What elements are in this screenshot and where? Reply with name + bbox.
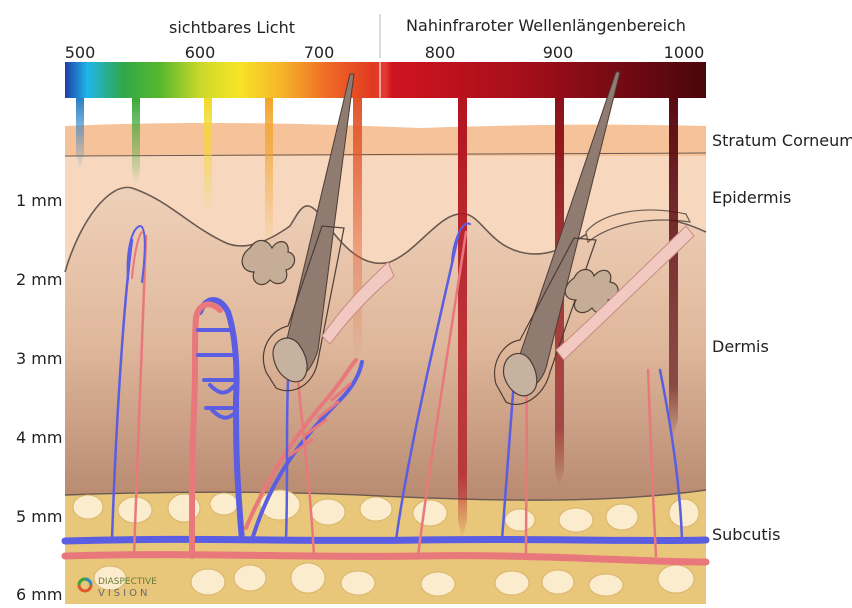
fat-cell — [168, 494, 200, 522]
fat-cell — [210, 493, 238, 515]
fat-cell — [360, 497, 392, 521]
beam-720nm — [353, 98, 362, 362]
wavelength-tick-800: 800 — [425, 43, 456, 62]
beam-820nm — [458, 98, 467, 540]
beam-980nm — [669, 98, 678, 438]
fat-cell — [589, 574, 623, 596]
visible-light-label: sichtbares Licht — [169, 18, 295, 37]
beam-550nm — [132, 98, 140, 186]
wavelength-tick-900: 900 — [543, 43, 574, 62]
wavelength-tick-500: 500 — [65, 43, 96, 62]
logo-line1: DIASPECTIVE — [98, 577, 157, 587]
fat-cell — [234, 565, 266, 591]
beam-600nm — [204, 98, 212, 214]
depth-tick-3mm: 3 mm — [16, 349, 62, 368]
depth-tick-6mm: 6 mm — [16, 585, 62, 604]
fat-cell — [658, 565, 694, 593]
stratum-corneum-layer — [65, 123, 706, 156]
wavelength-axis: 500 600 700 800 900 1000 — [65, 43, 705, 62]
fat-cell — [542, 570, 574, 594]
fat-cell — [291, 563, 325, 593]
depth-tick-4mm: 4 mm — [16, 428, 62, 447]
fat-cell — [311, 499, 345, 525]
beam-500nm — [76, 98, 84, 170]
fat-cell — [559, 508, 593, 532]
depth-tick-2mm: 2 mm — [16, 270, 62, 289]
deep-vein — [65, 539, 706, 541]
label-epidermis: Epidermis — [712, 188, 791, 207]
hair-capillary-vein — [286, 380, 288, 540]
nir-label: Nahinfraroter Wellenlängenbereich — [406, 16, 686, 35]
fat-cell — [413, 500, 447, 526]
label-subcutis: Subcutis — [712, 525, 780, 544]
wavelength-tick-1000: 1000 — [664, 43, 705, 62]
label-stratum-corneum: Stratum Corneum — [712, 131, 852, 150]
layer-labels: Stratum Corneum Epidermis Dermis Subcuti… — [712, 131, 852, 544]
fat-cell — [73, 495, 103, 519]
skin-cross-section — [65, 123, 706, 604]
fat-cell — [421, 572, 455, 596]
label-dermis: Dermis — [712, 337, 769, 356]
fat-cell — [495, 571, 529, 595]
beam-650nm — [265, 98, 273, 250]
fat-cell — [341, 571, 375, 595]
fat-cell — [505, 509, 535, 531]
depth-axis: 1 mm 2 mm 3 mm 4 mm 5 mm 6 mm — [16, 191, 62, 604]
depth-tick-1mm: 1 mm — [16, 191, 62, 210]
depth-tick-5mm: 5 mm — [16, 507, 62, 526]
logo-line2: VISION — [98, 588, 150, 599]
wavelength-tick-600: 600 — [185, 43, 216, 62]
hair2-capillary-artery — [526, 380, 527, 556]
fat-cell — [191, 569, 225, 595]
fat-cell — [669, 499, 699, 527]
wavelength-tick-700: 700 — [304, 43, 335, 62]
fat-cell — [606, 504, 638, 530]
